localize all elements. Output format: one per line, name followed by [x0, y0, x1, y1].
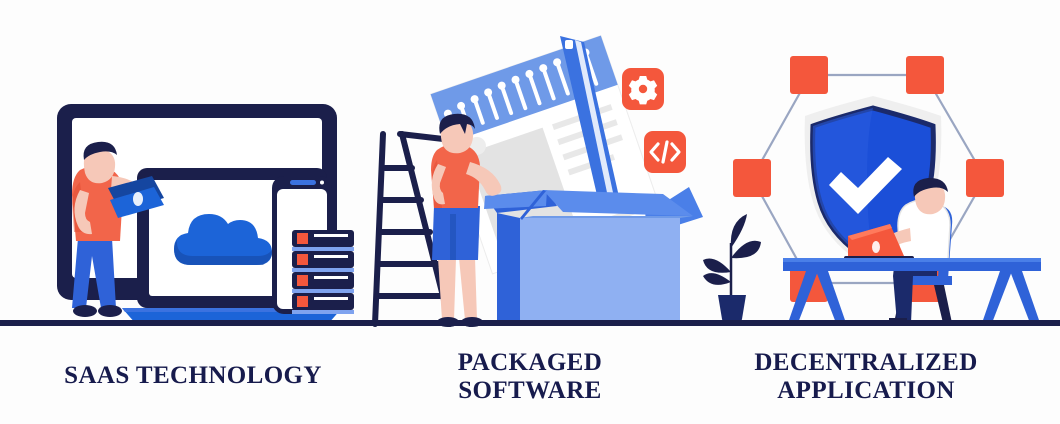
- scene-saas-technology: [57, 104, 354, 324]
- cloud-icon: [174, 214, 274, 265]
- caption-packaged-software-line1: PACKAGED: [458, 349, 602, 376]
- code-badge: [644, 131, 686, 173]
- open-cardboard-box: [484, 187, 703, 323]
- code-icon: [649, 140, 681, 164]
- caption-saas-technology: SAAS TECHNOLOGY: [64, 362, 322, 389]
- person-holding-laptop: [72, 141, 164, 317]
- server-unit: [292, 293, 354, 314]
- network-node: [966, 159, 1004, 197]
- gear-badge: [622, 68, 664, 110]
- network-node: [790, 56, 828, 94]
- desk: [783, 258, 1041, 323]
- server-unit: [292, 272, 354, 293]
- ground-line: [0, 320, 1060, 326]
- network-node: [906, 56, 944, 94]
- caption-decentralized-application-line1: DECENTRALIZED: [754, 349, 977, 376]
- server-rack: [292, 230, 354, 314]
- gear-icon: [628, 76, 658, 105]
- potted-plant: [703, 214, 761, 324]
- scene-decentralized-application: [703, 56, 1041, 324]
- caption-packaged-software-line2: SOFTWARE: [458, 377, 602, 404]
- caption-decentralized-application-line2: APPLICATION: [777, 377, 955, 404]
- checkmark-icon: [829, 157, 902, 214]
- network-node: [733, 159, 771, 197]
- server-unit: [292, 251, 354, 272]
- held-laptop: [108, 176, 164, 218]
- server-unit: [292, 230, 354, 251]
